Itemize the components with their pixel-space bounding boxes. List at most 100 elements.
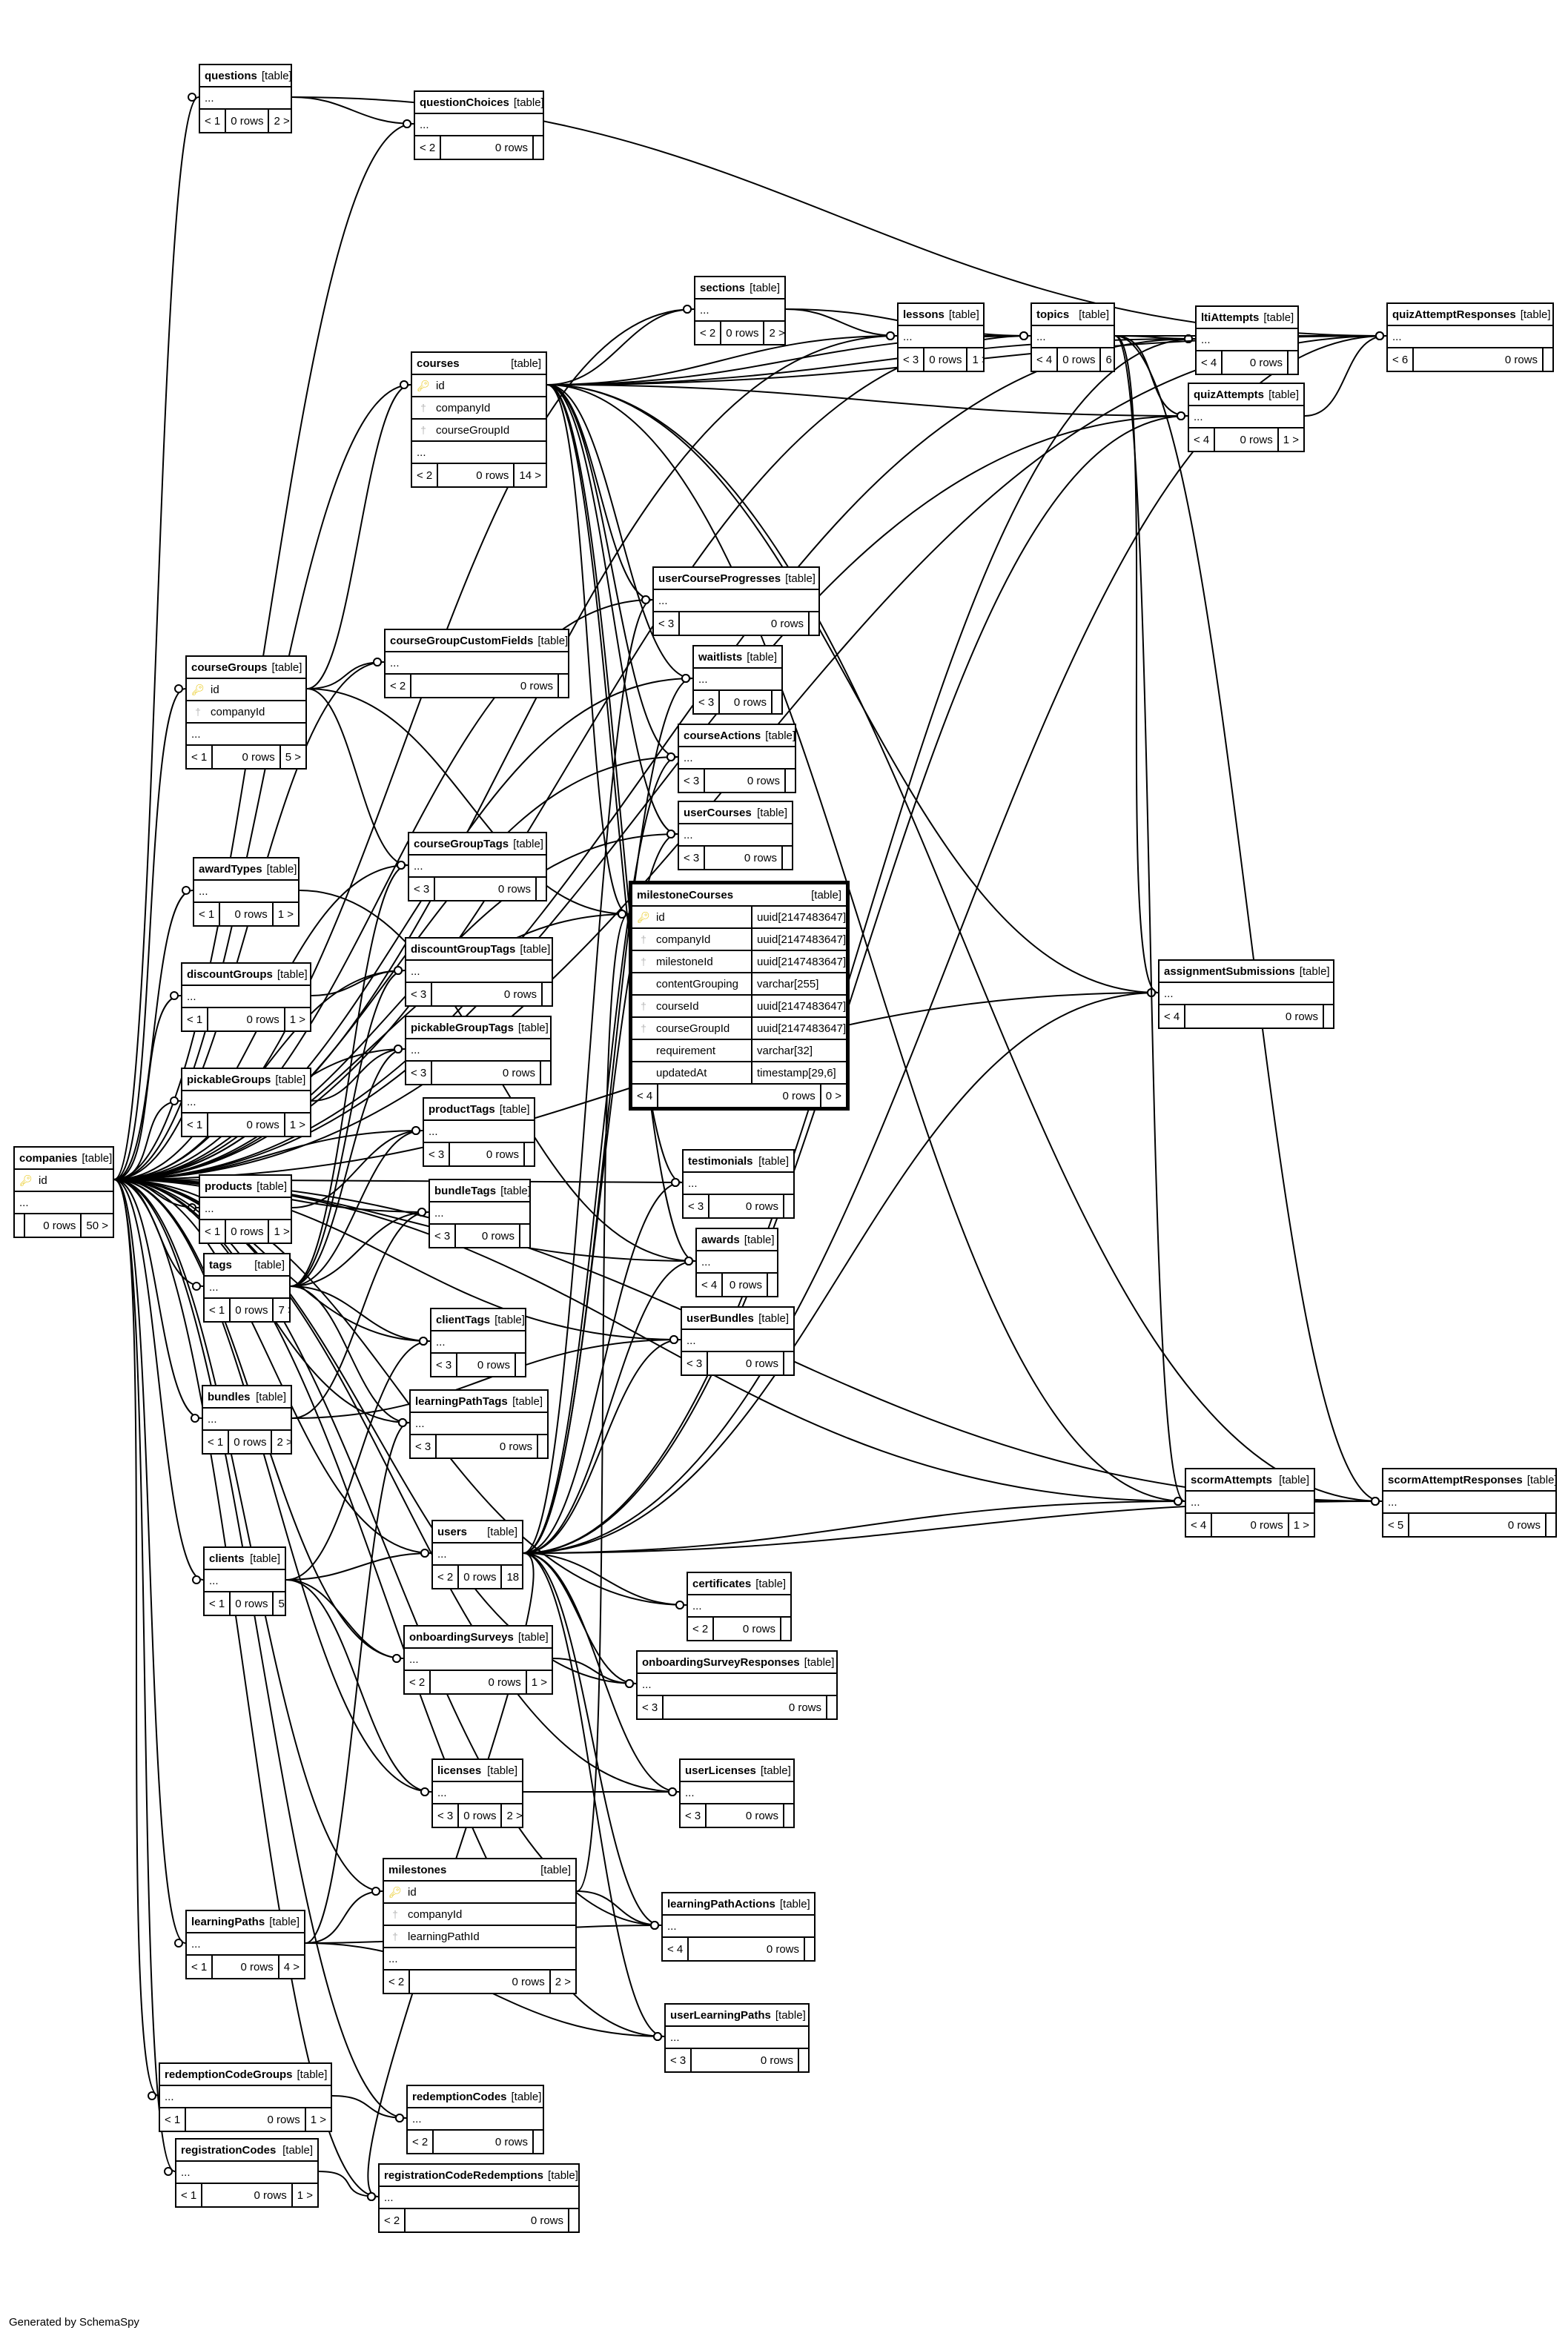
more-columns-row[interactable]: ... [697,1251,777,1274]
more-columns-row[interactable]: ... [205,1570,285,1592]
column-row[interactable]: 🔑︎id [187,679,305,701]
children-link[interactable]: 5 > [278,1597,285,1610]
table-header[interactable]: sections[table] [695,277,784,300]
parents-link[interactable]: < 3 [406,1062,433,1084]
table-header[interactable]: discountGroupTags[table] [406,939,552,961]
table-name[interactable]: bundles [208,1390,251,1403]
table-name[interactable]: awardTypes [199,862,262,876]
table-name[interactable]: userLearningPaths [670,2008,771,2022]
parents-link[interactable]: < 3 [411,1435,437,1457]
table-header[interactable]: scormAttemptResponses[table] [1383,1469,1555,1492]
children-link[interactable] [805,1938,814,1960]
children-link[interactable]: 1 > [1283,433,1299,446]
children-link[interactable]: 5 > [285,750,301,764]
table-header[interactable]: userLearningPaths[table] [666,2005,808,2027]
table-name[interactable]: courseGroupTags [414,837,509,850]
more-columns-row[interactable]: ... [679,824,792,847]
table-header[interactable]: pickableGroupTags[table] [406,1017,550,1039]
children-link[interactable]: 18 > [506,1570,522,1584]
more-columns-row[interactable]: ... [386,652,568,675]
parents-link[interactable]: < 2 [384,1971,411,1993]
column-row[interactable]: †companyId [412,397,546,420]
more-columns-row[interactable]: ... [415,114,543,136]
table-header[interactable]: bundleTags[table] [430,1180,529,1202]
table-courses[interactable]: courses[table]🔑︎id†companyId†courseGroup… [411,351,547,488]
table-header[interactable]: lessons[table] [899,304,983,326]
table-header[interactable]: testimonials[table] [684,1151,793,1173]
more-columns-row[interactable]: ... [205,1277,289,1299]
children-link[interactable] [786,770,795,792]
parents-link[interactable]: < 4 [1197,351,1223,374]
children-link[interactable] [773,691,781,713]
table-name[interactable]: pickableGroupTags [411,1021,514,1034]
table-header[interactable]: awards[table] [697,1229,777,1251]
table-name[interactable]: clients [209,1552,245,1565]
parents-link[interactable]: < 3 [424,1143,451,1165]
children-link[interactable] [1324,1005,1333,1028]
table-header[interactable]: redemptionCodeGroups[table] [160,2064,331,2086]
table-header[interactable]: courses[table] [412,353,546,375]
children-link[interactable] [799,2049,808,2071]
table-header[interactable]: pickableGroups[table] [182,1069,310,1091]
table-name[interactable]: courseGroups [191,661,268,674]
parents-link[interactable]: < 2 [408,2131,434,2153]
children-link[interactable]: 1 > [289,1013,305,1026]
children-link[interactable]: 4 > [283,1960,300,1973]
parents-link[interactable]: < 1 [182,1008,209,1030]
children-link[interactable]: 1 > [972,353,983,366]
parents-link[interactable]: < 1 [205,1592,231,1615]
table-name[interactable]: quizAttemptResponses [1392,308,1516,321]
table-header[interactable]: licenses[table] [433,1760,522,1782]
more-columns-row[interactable]: ... [430,1202,529,1225]
children-link[interactable]: 1 > [310,2113,326,2126]
more-columns-row[interactable]: ... [187,724,305,746]
children-link[interactable]: 2 > [769,326,784,340]
table-header[interactable]: userCourseProgresses[table] [654,568,818,590]
table-name[interactable]: quizAttempts [1194,388,1264,401]
parents-link[interactable]: < 4 [697,1274,724,1296]
table-name[interactable]: tags [209,1258,232,1271]
table-name[interactable]: onboardingSurveys [409,1630,514,1644]
table-header[interactable]: awardTypes[table] [194,858,298,881]
table-header[interactable]: topics[table] [1032,304,1114,326]
parents-link[interactable]: < 3 [431,1354,458,1376]
children-link[interactable]: 6 > [1105,353,1114,366]
children-link[interactable]: 50 > [86,1219,108,1232]
more-columns-row[interactable]: ... [176,2162,317,2184]
more-columns-row[interactable]: ... [694,669,781,691]
table-name[interactable]: learningPaths [191,1915,265,1928]
children-link[interactable] [784,1352,793,1374]
table-name[interactable]: lessons [903,308,945,321]
more-columns-row[interactable]: ... [160,2086,331,2108]
parents-link[interactable]: < 1 [194,903,221,925]
parents-link[interactable]: < 3 [433,1804,460,1827]
children-link[interactable]: 1 > [297,2188,313,2202]
children-link[interactable]: 2 > [274,114,290,128]
table-name[interactable]: userLicenses [685,1764,756,1777]
parents-link[interactable]: < 2 [695,322,722,344]
more-columns-row[interactable]: ... [433,1543,522,1566]
table-name[interactable]: milestoneCourses [637,888,734,901]
more-columns-row[interactable]: ... [695,300,784,322]
table-name[interactable]: learningPathTags [415,1394,508,1408]
parents-link[interactable]: < 3 [681,1804,707,1827]
parents-link[interactable]: < 1 [205,1299,231,1321]
more-columns-row[interactable]: ... [412,442,546,464]
children-link[interactable]: 14 > [519,469,541,482]
parents-link[interactable]: < 1 [200,1220,227,1243]
children-link[interactable] [783,847,792,869]
